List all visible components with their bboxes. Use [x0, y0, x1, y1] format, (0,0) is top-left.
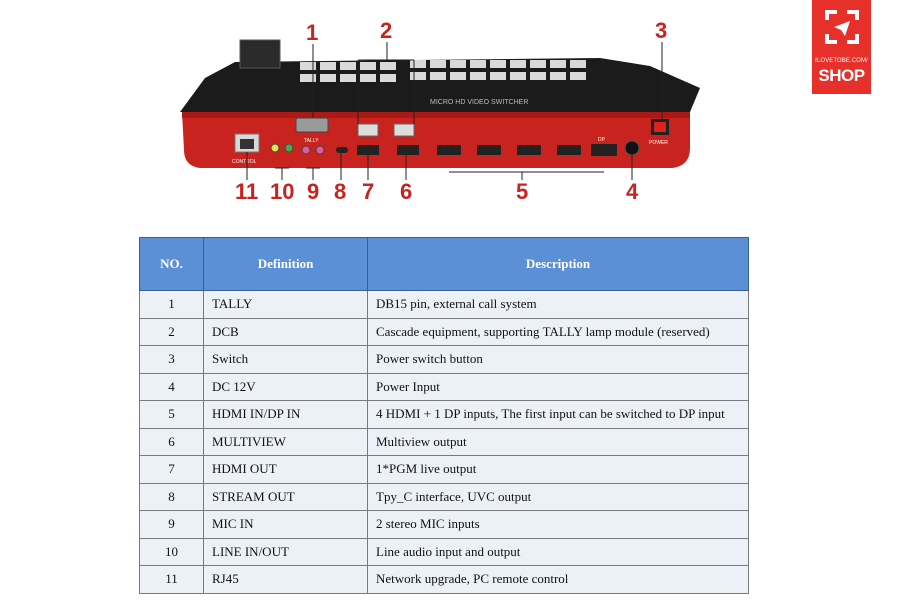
- callout-2: 2: [380, 18, 393, 43]
- hdmi-in-port: [557, 145, 581, 155]
- callout-10: 10: [270, 179, 295, 204]
- header-description: Description: [367, 237, 749, 291]
- row-number: 9: [139, 510, 204, 539]
- row-definition: Switch: [203, 345, 368, 374]
- hdmi-out-port: [357, 145, 379, 155]
- callout-5: 5: [516, 179, 529, 204]
- callout-8: 8: [334, 179, 347, 204]
- device-top-shell: [180, 58, 700, 112]
- dc-jack: [624, 140, 640, 156]
- logo-domain-text: ILOVETOBE.COM/: [815, 58, 868, 64]
- table-row: 7 HDMI OUT 1*PGM live output: [139, 455, 749, 484]
- usb-a-port: [357, 123, 379, 137]
- row-number: 4: [139, 372, 204, 401]
- multiview-port: [397, 145, 419, 155]
- table-row: 4 DC 12V Power Input: [139, 372, 749, 401]
- row-definition: LINE IN/OUT: [203, 537, 368, 566]
- row-description: 4 HDMI + 1 DP inputs, The first input ca…: [367, 400, 749, 429]
- table-header-row: NO. Definition Description: [139, 237, 749, 291]
- shop-logo[interactable]: ILOVETOBE.COM/ SHOP: [812, 0, 871, 94]
- callout-9: 9: [307, 179, 320, 204]
- row-definition: TALLY: [203, 290, 368, 319]
- table-row: 6 MULTIVIEW Multiview output: [139, 427, 749, 456]
- hdmi-in-port: [517, 145, 541, 155]
- row-number: 6: [139, 427, 204, 456]
- t-bar-handle: [239, 39, 281, 69]
- tally-port-label: TALLY: [304, 138, 319, 144]
- table-row: 1 TALLY DB15 pin, external call system: [139, 290, 749, 319]
- row-description: Network upgrade, PC remote control: [367, 565, 749, 594]
- row-definition: MULTIVIEW: [203, 427, 368, 456]
- device-rear-panel-illustration: MICRO HD VIDEO SWITCHER CONTROL TALLY DP…: [180, 39, 700, 180]
- callout-3: 3: [655, 18, 668, 43]
- header-definition: Definition: [203, 237, 368, 291]
- control-port-label: CONTROL: [232, 159, 257, 165]
- paper-plane-frame-icon: [825, 10, 859, 44]
- hdmi-in-port: [477, 145, 501, 155]
- db15-port: [295, 117, 329, 133]
- power-switch-label: POWER: [649, 140, 668, 146]
- row-number: 10: [139, 537, 204, 566]
- row-number: 8: [139, 482, 204, 511]
- row-number: 5: [139, 400, 204, 429]
- row-number: 7: [139, 455, 204, 484]
- dp-port: [591, 144, 617, 156]
- callout-7: 7: [362, 179, 375, 204]
- row-description: Cascade equipment, supporting TALLY lamp…: [367, 317, 749, 346]
- callout-11: 11: [235, 179, 259, 204]
- row-definition: MIC IN: [203, 510, 368, 539]
- usb-a-port: [393, 123, 415, 137]
- line-jack: [284, 143, 294, 153]
- row-definition: STREAM OUT: [203, 482, 368, 511]
- row-description: Line audio input and output: [367, 537, 749, 566]
- callout-1: 1: [306, 20, 319, 45]
- table-row: 8 STREAM OUT Tpy_C interface, UVC output: [139, 482, 749, 511]
- row-definition: HDMI IN/DP IN: [203, 400, 368, 429]
- row-definition: DCB: [203, 317, 368, 346]
- callout-6: 6: [400, 179, 413, 204]
- dp-port-label: DP: [598, 137, 606, 143]
- row-description: 2 stereo MIC inputs: [367, 510, 749, 539]
- table-row: 2 DCB Cascade equipment, supporting TALL…: [139, 317, 749, 346]
- row-description: Power Input: [367, 372, 749, 401]
- row-description: 1*PGM live output: [367, 455, 749, 484]
- callout-4: 4: [626, 179, 639, 204]
- table-row: 3 Switch Power switch button: [139, 345, 749, 374]
- row-definition: DC 12V: [203, 372, 368, 401]
- row-description: Tpy_C interface, UVC output: [367, 482, 749, 511]
- row-definition: HDMI OUT: [203, 455, 368, 484]
- logo-shop-text: SHOP: [818, 66, 865, 85]
- mic-jack: [315, 145, 325, 155]
- table-row: 10 LINE IN/OUT Line audio input and outp…: [139, 537, 749, 566]
- row-description: Multiview output: [367, 427, 749, 456]
- row-number: 11: [139, 565, 204, 594]
- header-no: NO.: [139, 237, 204, 291]
- usb-c-port: [336, 147, 348, 153]
- row-description: Power switch button: [367, 345, 749, 374]
- table-row: 5 HDMI IN/DP IN 4 HDMI + 1 DP inputs, Th…: [139, 400, 749, 429]
- row-number: 3: [139, 345, 204, 374]
- row-number: 1: [139, 290, 204, 319]
- row-number: 2: [139, 317, 204, 346]
- key-grid: [300, 60, 586, 82]
- line-jack: [270, 143, 280, 153]
- row-description: DB15 pin, external call system: [367, 290, 749, 319]
- hdmi-in-port: [437, 145, 461, 155]
- row-definition: RJ45: [203, 565, 368, 594]
- table-row: 11 RJ45 Network upgrade, PC remote contr…: [139, 565, 749, 594]
- mic-jack: [301, 145, 311, 155]
- callout-lines: [246, 42, 663, 180]
- device-top-strip-label: MICRO HD VIDEO SWITCHER: [430, 99, 528, 106]
- spec-table: NO. Definition Description 1 TALLY DB15 …: [139, 237, 749, 594]
- table-row: 9 MIC IN 2 stereo MIC inputs: [139, 510, 749, 539]
